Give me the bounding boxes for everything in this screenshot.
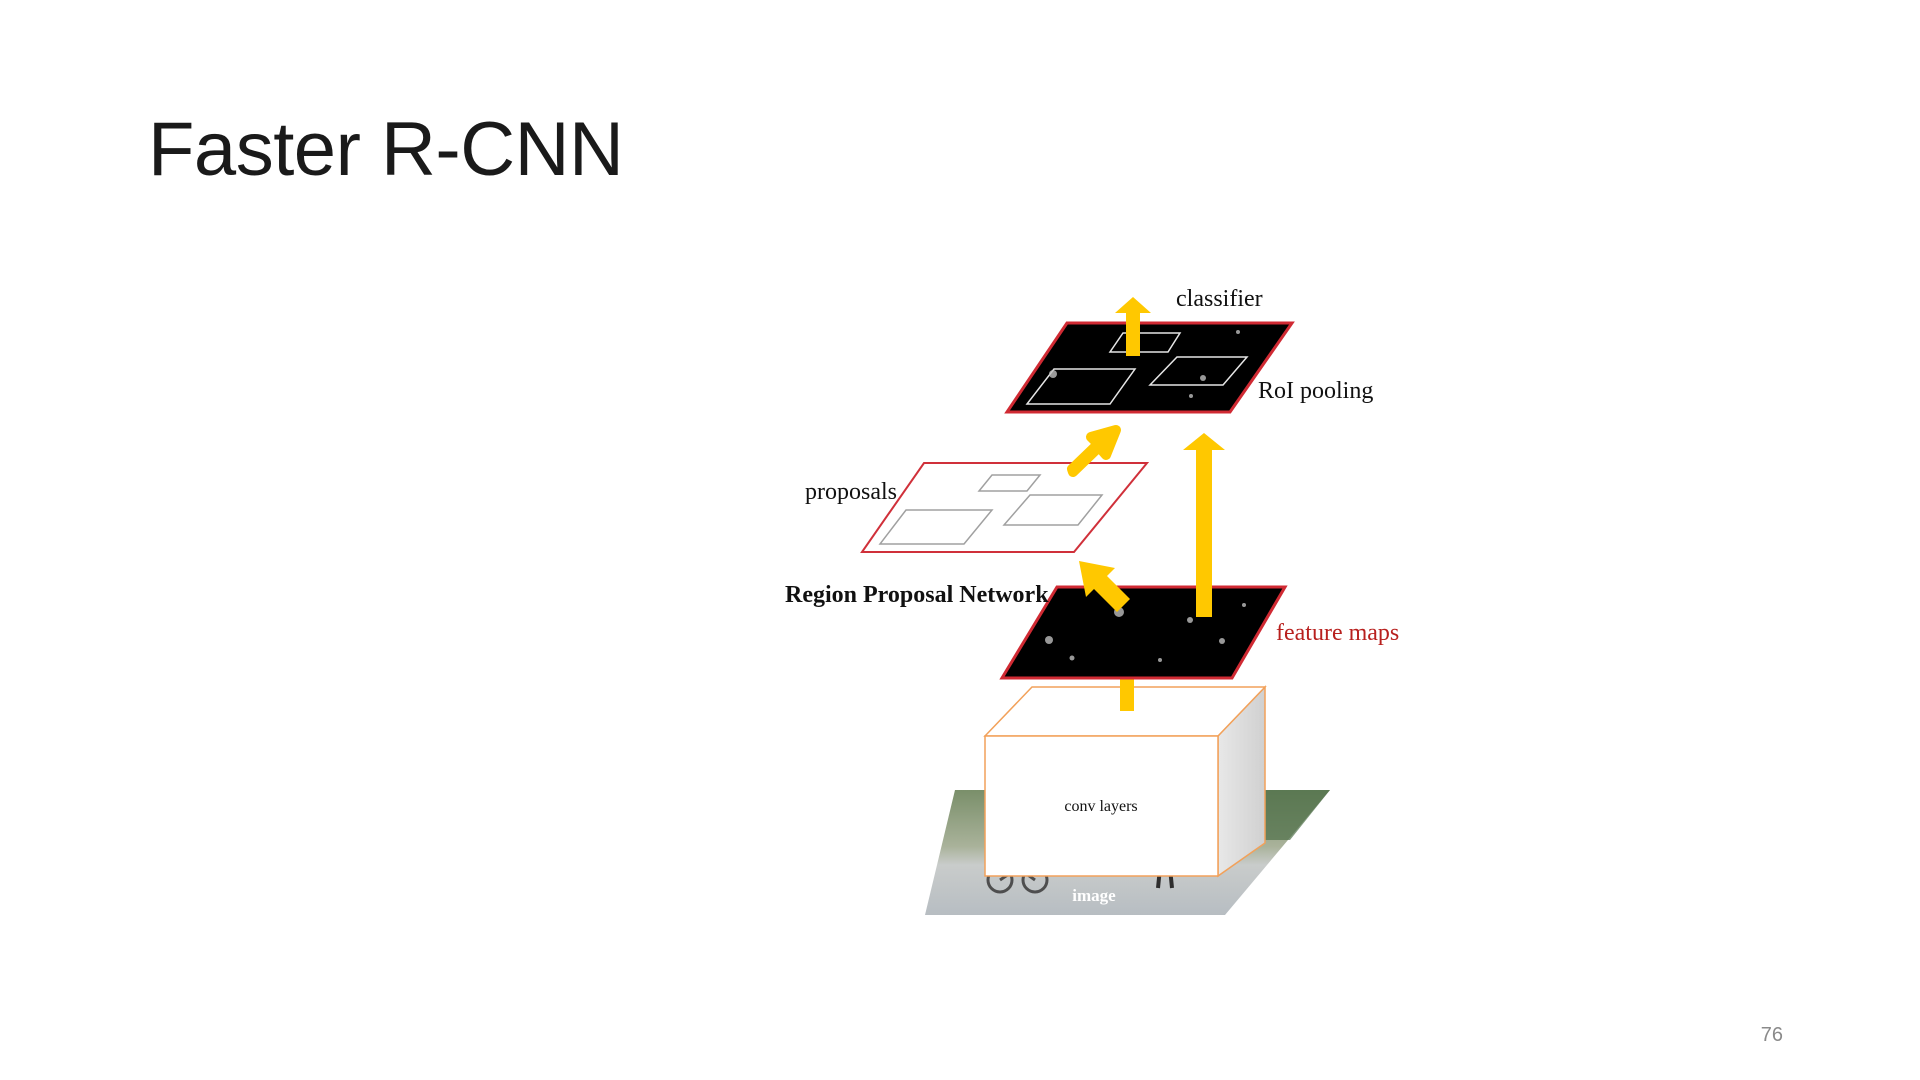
proposal-box — [878, 509, 994, 545]
proposals-label: proposals — [805, 479, 897, 505]
proposal-box — [977, 474, 1042, 492]
arrow-roi-to-classifier — [1115, 297, 1151, 356]
image-label: image — [1072, 886, 1116, 905]
feature-activations — [1045, 603, 1246, 662]
page-number: 76 — [1760, 1024, 1783, 1046]
proposals-layer — [860, 462, 1150, 553]
roi-pooling-label: RoI pooling — [1258, 378, 1373, 404]
conv-layers-box: conv layers — [983, 685, 1267, 878]
proposal-box — [1002, 494, 1104, 526]
arrow-proposals-to-roi — [1067, 425, 1121, 477]
feature-maps-label: feature maps — [1276, 620, 1399, 646]
rpn-label: Region Proposal Network — [785, 582, 1049, 608]
conv-layers-label: conv layers — [1064, 798, 1137, 815]
arrow-rpn — [1079, 561, 1130, 612]
roi-box — [1108, 332, 1182, 353]
roi-box — [1148, 356, 1249, 386]
arrow-features-to-roi — [1183, 433, 1225, 617]
roi-activations — [1049, 330, 1240, 398]
roi-pooling-layer — [1004, 321, 1295, 414]
classifier-label: classifier — [1176, 286, 1263, 312]
roi-box — [1025, 368, 1137, 405]
slide-title: Faster R-CNN — [148, 107, 624, 192]
